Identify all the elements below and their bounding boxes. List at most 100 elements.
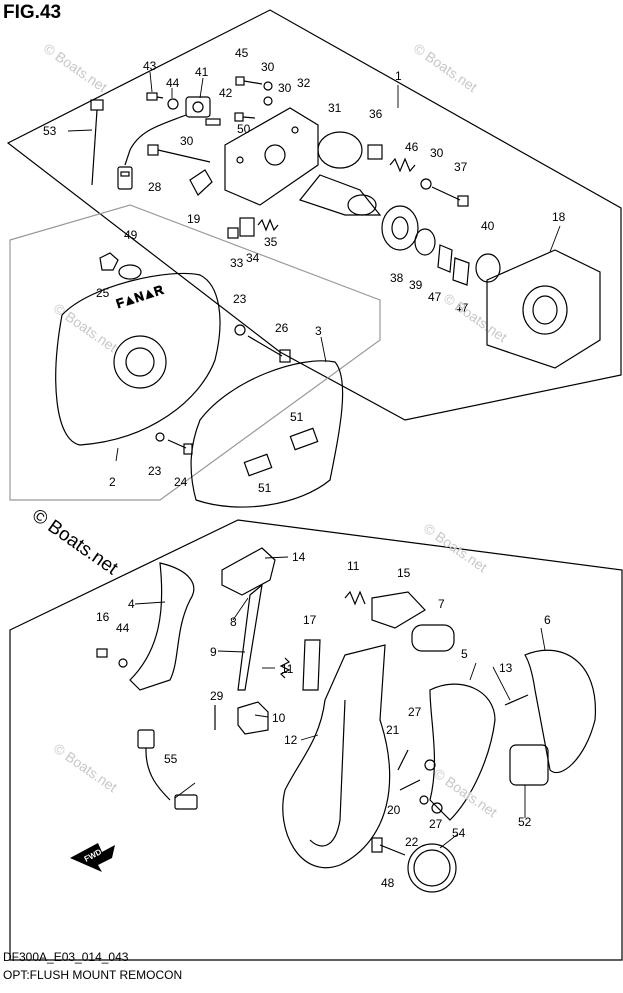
plate-17	[302, 639, 321, 691]
label-45: 45	[235, 46, 249, 60]
label-1: 1	[395, 69, 402, 83]
label-36: 36	[369, 107, 383, 121]
label-53: 53	[43, 124, 57, 138]
fwd-arrow-icon: FWD	[70, 843, 115, 872]
label-35: 35	[264, 235, 278, 249]
label-39: 39	[409, 278, 423, 292]
middle-group-frame	[9, 204, 381, 501]
label-40: 40	[481, 219, 495, 233]
connector	[117, 166, 133, 190]
label-15: 15	[397, 566, 411, 580]
washer-38	[381, 205, 419, 251]
label-51b: 51	[258, 481, 272, 495]
figure-code: DF300A_E03_014_043	[3, 950, 129, 964]
screw-50	[234, 112, 256, 122]
label-10: 10	[272, 711, 286, 725]
screw-21	[397, 749, 409, 771]
cable-tie-53	[90, 99, 104, 186]
label-31: 31	[328, 101, 342, 115]
washer-30a	[263, 81, 273, 91]
cover-2: F▲N▲R	[55, 272, 221, 446]
screw-43	[146, 92, 164, 101]
label-51a: 51	[290, 410, 304, 424]
ball-33	[227, 227, 239, 239]
label-47b: 47	[455, 301, 469, 315]
label-44a: 44	[166, 76, 180, 90]
label-18: 18	[552, 210, 566, 224]
washer-27a	[424, 759, 436, 771]
label-26: 26	[275, 321, 289, 335]
label-21: 21	[386, 723, 400, 737]
washer-27b	[431, 802, 443, 814]
label-6: 6	[544, 613, 551, 627]
spring-35	[257, 218, 279, 232]
housing-18	[486, 249, 601, 369]
washer-39	[414, 228, 436, 256]
screw-48	[371, 837, 406, 856]
detent-36	[367, 144, 383, 160]
label-17: 17	[303, 613, 317, 627]
screw-45	[235, 76, 263, 86]
spring-11b	[344, 590, 366, 606]
screw-28	[147, 144, 211, 163]
label-47a: 47	[428, 290, 442, 304]
washer-30c	[420, 178, 432, 190]
pad-7	[411, 624, 455, 652]
spring-46	[389, 157, 416, 173]
screw-20	[399, 779, 421, 791]
label-7: 7	[438, 597, 445, 611]
pin-42	[205, 118, 221, 126]
screw-24	[167, 439, 193, 455]
label-43: 43	[143, 59, 157, 73]
label-50: 50	[237, 122, 251, 136]
washer-23b	[155, 432, 165, 442]
bracket-14	[221, 547, 276, 596]
detent-34	[239, 217, 255, 237]
nut-25	[99, 252, 119, 271]
label-48: 48	[381, 876, 395, 890]
part-labels: 1 2 3 4 5 6 7 8 9 10 11 11 12 13 14 15 1…	[43, 46, 566, 890]
label-20: 20	[387, 803, 401, 817]
rod-9	[237, 583, 263, 691]
label-19: 19	[187, 212, 201, 226]
label-30d: 30	[430, 146, 444, 160]
label-8: 8	[230, 615, 237, 629]
label-54: 54	[452, 826, 466, 840]
label-4: 4	[128, 597, 135, 611]
label-44b: 44	[116, 621, 130, 635]
label-23b: 23	[148, 464, 162, 478]
label-25: 25	[96, 286, 110, 300]
label-3: 3	[315, 324, 322, 338]
washer-49	[118, 264, 142, 280]
ring-40	[475, 253, 501, 283]
washer-44	[167, 98, 179, 110]
label-30c: 30	[180, 134, 194, 148]
grip-5	[429, 683, 496, 821]
nut-22	[419, 795, 429, 805]
label-23a: 23	[233, 292, 247, 306]
label-11b: 11	[347, 559, 360, 573]
label-46: 46	[405, 140, 419, 154]
washer-47a	[437, 244, 453, 273]
label-22: 22	[405, 835, 419, 849]
washer-23a	[234, 324, 246, 336]
screw-16	[96, 648, 108, 658]
label-12: 12	[284, 733, 298, 747]
label-30a: 30	[261, 60, 275, 74]
label-2: 2	[109, 475, 116, 489]
label-30b: 30	[278, 81, 292, 95]
clip-19	[189, 169, 213, 196]
block-10	[237, 701, 269, 735]
figure-caption: OPT:FLUSH MOUNT REMOCON	[3, 968, 183, 982]
label-5: 5	[461, 647, 468, 661]
handle-12	[282, 644, 391, 869]
emblem-54	[407, 843, 457, 893]
spring-11a	[279, 657, 291, 679]
label-28: 28	[148, 180, 162, 194]
screw-26	[247, 335, 291, 363]
label-33: 33	[230, 256, 244, 270]
washer-44b	[118, 658, 128, 668]
shaft-assembly-31	[298, 131, 382, 216]
plate-3	[190, 360, 344, 508]
label-24: 24	[174, 475, 188, 489]
